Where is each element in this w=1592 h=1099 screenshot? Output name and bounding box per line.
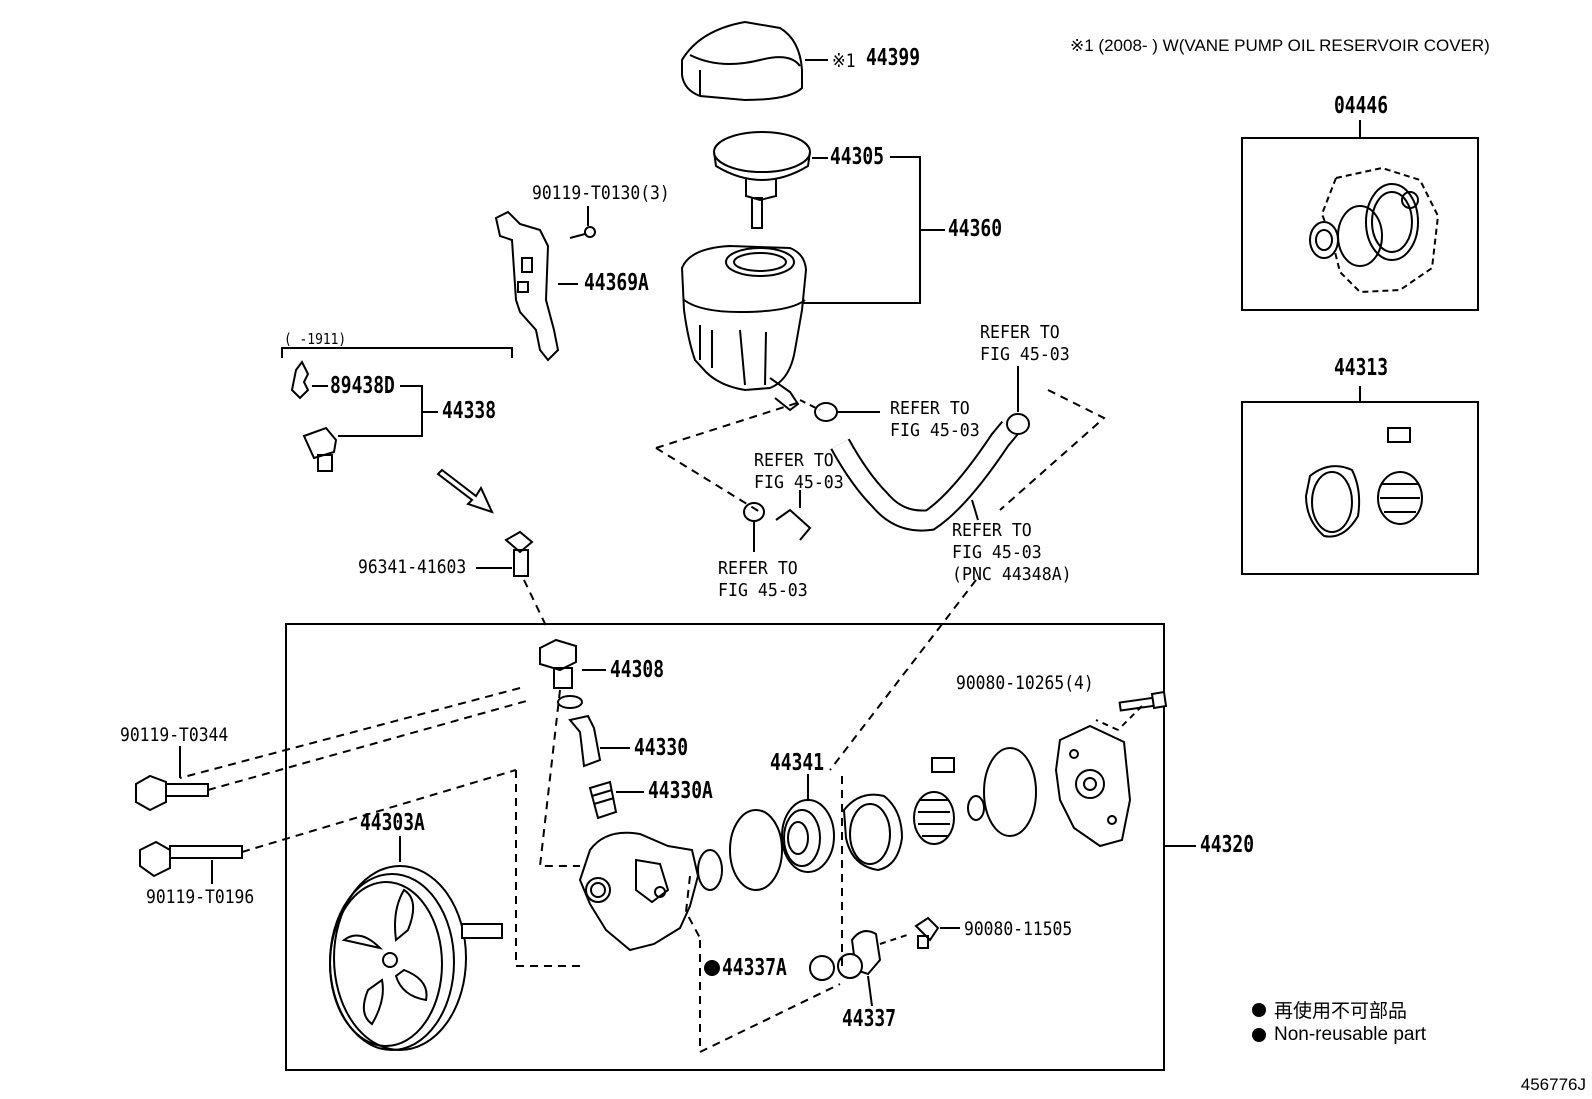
label-90119-t0344: 90119-T0344 xyxy=(120,724,229,746)
union-44337 xyxy=(837,930,882,979)
refer-block-3: REFER TO FIG 45-03 xyxy=(754,450,844,494)
label-90080-10265: 90080-10265(4) xyxy=(956,672,1094,694)
refer-1-line-1: REFER TO xyxy=(890,398,970,419)
label-44330a: 44330A xyxy=(648,778,713,804)
label-44360: 44360 xyxy=(948,216,1003,242)
refer-3-line-2: FIG 45-03 xyxy=(754,472,844,493)
rotor-kit-frame-44313 xyxy=(1241,401,1479,575)
pump-body xyxy=(578,831,700,952)
hose-clamp-left xyxy=(743,502,765,522)
refer-block-2: REFER TO FIG 45-03 xyxy=(980,322,1070,366)
bolt-90080-10265 xyxy=(1118,690,1168,712)
gasket-kit-04446 xyxy=(1309,166,1440,294)
cam-ring xyxy=(842,793,904,872)
refer-1-line-2: FIG 45-03 xyxy=(890,420,980,441)
plug-44308 xyxy=(539,638,577,689)
label-44313: 44313 xyxy=(1334,355,1389,381)
housing-44341 xyxy=(781,799,835,873)
leader-44360 xyxy=(790,156,921,304)
label-range-1911: ( -1911) xyxy=(284,330,347,348)
label-89438d: 89438D xyxy=(330,373,395,399)
label-44320: 44320 xyxy=(1200,832,1255,858)
note-top: ※1 (2008- ) W(VANE PUMP OIL RESERVOIR CO… xyxy=(1070,36,1490,55)
refer-4-line-2: FIG 45-03 xyxy=(718,580,808,601)
o-ring-small xyxy=(697,849,723,891)
label-90080-11505: 90080-11505 xyxy=(964,918,1073,940)
refer-3-line-1: REFER TO xyxy=(754,450,834,471)
refer-block-5: REFER TO FIG 45-03 (PNC 44348A) xyxy=(952,520,1072,586)
sensor-body-44338 xyxy=(302,426,338,472)
rotor-kit-44313 xyxy=(1304,427,1423,538)
bullet-icon xyxy=(1252,1002,1266,1017)
pin-ring xyxy=(967,795,985,821)
gasket-kit-frame-04446 xyxy=(1241,137,1479,311)
o-ring-large xyxy=(729,809,783,891)
bracket-44369a xyxy=(494,210,578,362)
spring-44330a xyxy=(588,780,618,820)
label-44305: 44305 xyxy=(830,144,885,170)
bolt-90080-11505 xyxy=(914,916,940,949)
o-ring-44308 xyxy=(557,695,583,709)
bolt-90119-t0196 xyxy=(139,840,243,878)
direction-arrow xyxy=(436,468,494,514)
bullet-icon xyxy=(1252,1028,1266,1042)
refer-2-line-1: REFER TO xyxy=(980,322,1060,343)
refer-5-line-3: (PNC 44348A) xyxy=(952,564,1072,585)
label-44399: 44399 xyxy=(866,45,921,71)
legend-en: Non-reusable part xyxy=(1252,1024,1426,1046)
supply-hose-stub xyxy=(775,508,812,541)
label-44369a: 44369A xyxy=(584,270,649,296)
valve-44330 xyxy=(568,714,602,768)
refer-4-line-1: REFER TO xyxy=(718,558,798,579)
label-90119-t0196: 90119-T0196 xyxy=(146,886,255,908)
return-hose xyxy=(830,420,1019,532)
legend-jp-text: 再使用不可部品 xyxy=(1274,1001,1408,1022)
rear-cover xyxy=(1054,724,1132,848)
gasket-44337a xyxy=(809,955,835,981)
label-44337: 44337 xyxy=(842,1006,897,1032)
hose-clamp-top xyxy=(814,402,838,422)
bolt-90119-t0344 xyxy=(135,774,209,812)
range-bracket-1911 xyxy=(281,347,513,358)
legend-jp: 再使用不可部品 xyxy=(1252,996,1407,1023)
pulley-44303a xyxy=(329,865,503,1051)
non-reusable-dot-44337a xyxy=(704,960,720,976)
hose-clamp-right xyxy=(1006,413,1030,435)
refer-5-line-2: FIG 45-03 xyxy=(952,542,1042,563)
label-90119-t0130: 90119-T0130(3) xyxy=(532,182,670,204)
label-44308: 44308 xyxy=(610,657,665,683)
refer-2-line-2: FIG 45-03 xyxy=(980,344,1070,365)
sensor-89438d xyxy=(290,360,310,400)
label-44337a: 44337A xyxy=(722,955,787,981)
refer-block-4: REFER TO FIG 45-03 xyxy=(718,558,808,602)
reservoir-cap-44305 xyxy=(713,131,811,229)
gasket xyxy=(983,747,1037,837)
label-44399-mark: ※1 xyxy=(832,50,856,72)
refer-block-1: REFER TO FIG 45-03 xyxy=(890,398,980,442)
label-04446: 04446 xyxy=(1334,93,1389,119)
legend-en-text: Non-reusable part xyxy=(1274,1024,1427,1045)
label-44341: 44341 xyxy=(770,750,825,776)
rotor xyxy=(913,757,955,845)
label-96341-41603: 96341-41603 xyxy=(358,556,467,578)
refer-5-line-1: REFER TO xyxy=(952,520,1032,541)
reservoir-cover-44399 xyxy=(681,20,803,102)
reservoir-tank xyxy=(680,244,808,412)
label-44303a: 44303A xyxy=(360,810,425,836)
label-44338: 44338 xyxy=(442,398,497,424)
bolt-90119-t0130 xyxy=(569,226,596,239)
figure-code: 456776J xyxy=(1520,1075,1586,1094)
bolt-96341-41603 xyxy=(504,530,534,577)
label-44330: 44330 xyxy=(634,735,689,761)
